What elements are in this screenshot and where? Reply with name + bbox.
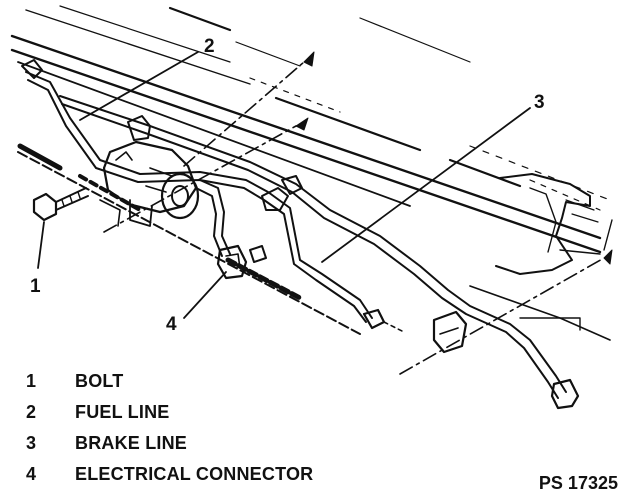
parts-legend: 1 BOLT 2 FUEL LINE 3 BRAKE LINE 4 ELECTR…: [26, 366, 313, 490]
bolt: [32, 187, 89, 222]
fuel-line: [25, 71, 373, 323]
legend-item: 2 FUEL LINE: [26, 397, 313, 428]
legend-label: BOLT: [75, 371, 124, 391]
electrical-harness: [195, 179, 231, 257]
legend-number: 4: [26, 464, 37, 484]
brake-line-fitting: [362, 308, 580, 410]
legend-item: 1 BOLT: [26, 366, 313, 397]
legend-number: 2: [26, 402, 37, 422]
legend-label: BRAKE LINE: [75, 433, 188, 453]
legend-number: 1: [26, 371, 37, 391]
frame-rail: [10, 5, 613, 341]
brake-line: [59, 95, 567, 399]
line-clips: [21, 59, 303, 263]
callout-number-2: 2: [204, 36, 215, 57]
fuel-tank-outline: [495, 173, 599, 275]
figure-reference-code: PS 17325: [538, 473, 618, 493]
legend-item: 4 ELECTRICAL CONNECTOR: [26, 459, 313, 490]
legend-number: 3: [26, 433, 37, 453]
callout-number-3: 3: [534, 92, 545, 113]
alignment-arrowheads: [295, 51, 613, 265]
fuel-pump-assembly: [99, 140, 200, 227]
callout-number-4: 4: [166, 314, 177, 335]
legend-item: 3 BRAKE LINE: [26, 428, 313, 459]
legend-label: ELECTRICAL CONNECTOR: [75, 464, 314, 484]
callout-number-1: 1: [30, 276, 41, 297]
callout-leader-lines: [37, 51, 605, 375]
legend-label: FUEL LINE: [75, 402, 170, 422]
electrical-connector: [216, 244, 248, 280]
lower-bracket-rail: [17, 143, 361, 335]
